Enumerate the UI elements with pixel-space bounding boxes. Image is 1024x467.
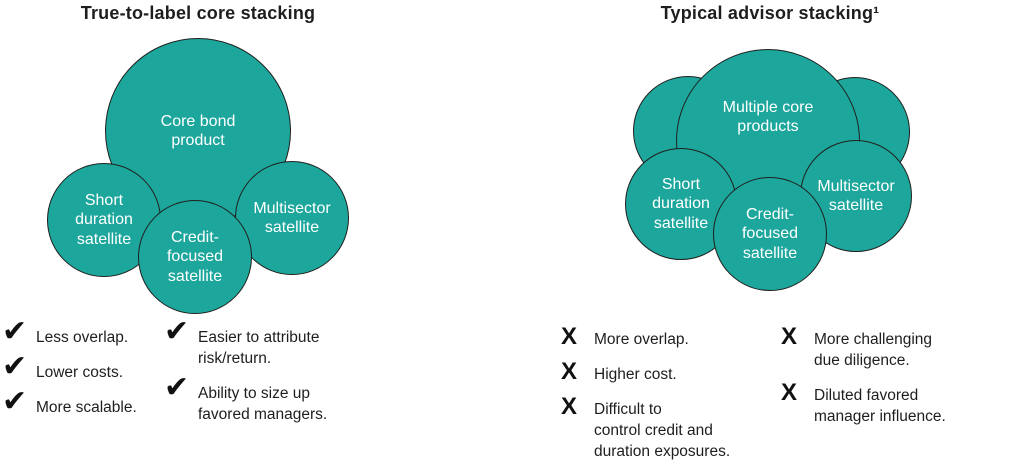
circle-label: Multisector satellite (817, 177, 895, 215)
drawback-text: Diluted favored manager influence. (814, 387, 946, 425)
drawback-item: X Difficult to control credit and durati… (561, 393, 761, 462)
cross-icon: X (781, 323, 798, 350)
check-icon: ✔ (2, 385, 28, 418)
drawback-text: More challenging due diligence. (814, 331, 933, 369)
left-credit-focused-circle: Credit- focused satellite (138, 200, 252, 314)
right-credit-focused-circle: Credit- focused satellite (713, 177, 827, 291)
benefit-item: ✔ Lower costs. (2, 352, 162, 383)
drawback-text: Difficult to control credit and duration… (594, 401, 731, 460)
circle-label: Short duration satellite (75, 191, 133, 248)
drawback-item: X More challenging due diligence. (781, 323, 995, 371)
left-benefits-column-2: ✔ Easier to attribute risk/return. ✔ Abi… (164, 317, 360, 425)
circle-label: Core bond product (160, 112, 236, 150)
circle-label: Credit- focused satellite (166, 228, 224, 285)
check-icon: ✔ (2, 350, 28, 383)
drawback-item: X Diluted favored manager influence. (781, 379, 995, 427)
circle-label: Multiple core products (722, 98, 814, 136)
benefit-item: ✔ Less overlap. (2, 317, 162, 348)
circle-label: Multisector satellite (253, 199, 331, 237)
cross-icon: X (781, 379, 798, 406)
drawback-item: X Higher cost. (561, 358, 761, 385)
check-icon: ✔ (164, 315, 190, 348)
right-panel-title: Typical advisor stacking¹ (660, 3, 880, 23)
cross-icon: X (561, 358, 578, 385)
left-panel-title: True-to-label core stacking (80, 3, 316, 23)
circle-label: Credit- focused satellite (741, 205, 799, 262)
benefit-text: More scalable. (36, 399, 137, 416)
right-drawbacks-column-2: X More challenging due diligence. X Dilu… (781, 323, 995, 427)
benefit-text: Less overlap. (36, 329, 129, 346)
check-icon: ✔ (2, 315, 28, 348)
benefit-text: Lower costs. (36, 364, 124, 381)
drawback-text: Higher cost. (594, 366, 677, 383)
right-drawbacks-column-1: X More overlap. X Higher cost. X Difficu… (561, 323, 761, 462)
cross-icon: X (561, 323, 578, 350)
drawback-text: More overlap. (594, 331, 689, 348)
benefit-item: ✔ More scalable. (2, 387, 162, 418)
benefit-text: Ability to size up favored managers. (198, 385, 328, 423)
benefit-item: ✔ Easier to attribute risk/return. (164, 317, 360, 369)
circle-label: Short duration satellite (652, 175, 710, 232)
check-icon: ✔ (164, 371, 190, 404)
cross-icon: X (561, 393, 578, 420)
left-multisector-circle: Multisector satellite (235, 161, 349, 275)
benefit-text: Easier to attribute risk/return. (198, 329, 320, 367)
left-benefits-column-1: ✔ Less overlap. ✔ Lower costs. ✔ More sc… (2, 317, 162, 418)
benefit-item: ✔ Ability to size up favored managers. (164, 373, 360, 425)
drawback-item: X More overlap. (561, 323, 761, 350)
